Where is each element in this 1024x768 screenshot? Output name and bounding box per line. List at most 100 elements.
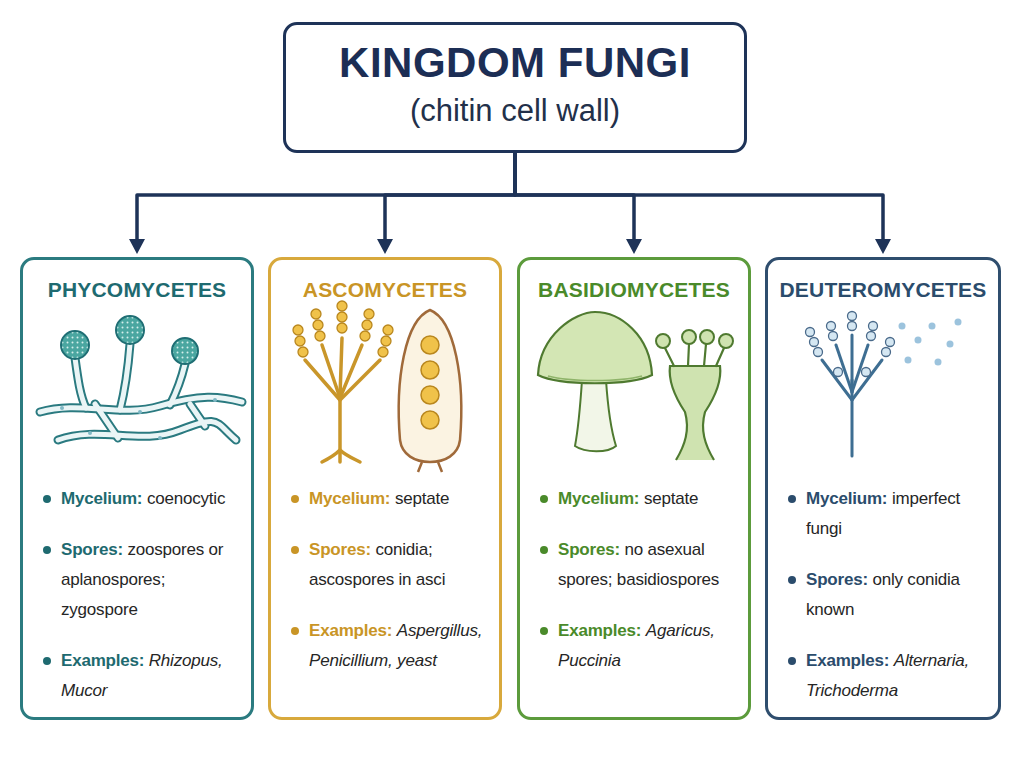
deutero-illustration [806, 312, 962, 457]
group-box: PHYCOMYCETESMycelium: coenocyticSpores: … [20, 257, 254, 720]
conidium [364, 309, 374, 319]
bullet-item: Spores: no asexual spores; basidiospores [538, 535, 742, 595]
sterigma [665, 348, 674, 366]
sporangiophore [75, 358, 86, 408]
conidium [829, 332, 838, 341]
nucleus [158, 436, 162, 440]
basidio-illustration [538, 312, 733, 460]
sterigma [688, 344, 689, 366]
basidiospores [656, 330, 733, 348]
bullet-dot [43, 495, 51, 503]
arrow-line [515, 153, 634, 242]
conidium [869, 322, 878, 331]
conidiophore [822, 335, 882, 456]
bullet-text: septate [644, 489, 698, 508]
kingdom-box: KINGDOM FUNGI(chitin cell wall) [283, 22, 747, 153]
sporangium [172, 338, 198, 364]
mushroom-cap [538, 312, 652, 383]
conidium [337, 312, 347, 322]
branch [836, 345, 852, 392]
conidium [929, 323, 936, 330]
conidium [298, 347, 308, 357]
arrow-head [377, 239, 393, 254]
hypha [40, 397, 242, 412]
conidium [915, 337, 922, 344]
conidium [935, 359, 942, 366]
bullet-label: Examples: [558, 621, 641, 640]
conidiophore-stalk [851, 380, 854, 456]
branch [851, 335, 854, 385]
conidium [905, 357, 912, 364]
bullet-label: Examples: [309, 621, 392, 640]
bullet-item: Spores: conidia; ascospores in asci [289, 535, 493, 595]
bullet-label: Spores: [806, 570, 868, 589]
sporangium [116, 316, 144, 344]
branch [852, 360, 882, 400]
bullet-dot [291, 627, 299, 635]
bullet-label: Mycelium: [61, 489, 142, 508]
connector-arrow [377, 153, 515, 254]
spore-dots [62, 332, 88, 358]
sporangiophore [170, 364, 185, 405]
bullet-label: Spores: [309, 540, 371, 559]
nucleus [138, 410, 142, 414]
bullet-label: Mycelium: [309, 489, 390, 508]
group-box: ASCOMYCETES Mycelium: septateSpores: coni… [268, 257, 502, 720]
ascospore [421, 336, 439, 354]
bullet-dot [540, 627, 548, 635]
branch [852, 345, 868, 392]
basidiospore [700, 330, 714, 344]
conidium [381, 336, 391, 346]
asco-illustration [293, 301, 461, 472]
group-heading: PHYCOMYCETES [27, 278, 247, 302]
conidium [947, 341, 954, 348]
group-heading: DEUTEROMYCETES [772, 278, 994, 302]
arrow-head [129, 239, 145, 254]
bullet-label: Spores: [558, 540, 620, 559]
basidiospore [682, 330, 696, 344]
bullet-dot [540, 495, 548, 503]
nucleus [60, 406, 64, 410]
arrow-line [515, 153, 883, 242]
bullet-list: Mycelium: septateSpores: conidia; ascosp… [289, 484, 493, 697]
conidium [834, 368, 843, 377]
ascospore [421, 361, 439, 379]
conidiophore-stalk [338, 395, 342, 462]
phyco-illustration [40, 316, 242, 440]
bullet-item: Examples: Agaricus, Puccinia [538, 616, 742, 676]
bullet-label: Examples: [806, 651, 889, 670]
nucleus [213, 398, 217, 402]
sterigmata [665, 344, 724, 366]
conidia-chains [806, 312, 895, 377]
conidia-chains [293, 301, 393, 357]
branch [340, 360, 380, 400]
bullet-item: Examples: Aspergillus, Penicillium, yeas… [289, 616, 493, 676]
bullet-dot [540, 546, 548, 554]
group-heading: ASCOMYCETES [275, 278, 495, 302]
bullet-item: Examples: Alternaria, Trichoderma [786, 646, 992, 706]
bullet-item: Mycelium: septate [289, 484, 493, 514]
bullet-item: Mycelium: coenocytic [41, 484, 245, 514]
sporangium [61, 331, 89, 359]
bullet-label: Examples: [61, 651, 144, 670]
branch [305, 360, 340, 400]
conidiophore-base [322, 450, 360, 462]
hypha [190, 404, 205, 426]
connector-arrow [515, 153, 642, 254]
bullet-text: septate [395, 489, 449, 508]
group-box: DEUTEROMYCETESMycelium: imperfect fungiS… [765, 257, 1001, 720]
sporangiophore [120, 344, 130, 410]
hypha [95, 404, 118, 438]
released-conidia [899, 319, 962, 366]
bullet-label: Mycelium: [806, 489, 887, 508]
conidium [337, 323, 347, 333]
conidium [360, 331, 370, 341]
branch [340, 345, 362, 398]
spore-dots [173, 339, 197, 363]
conidium [378, 347, 388, 357]
sporangiophore [170, 364, 185, 405]
branch [340, 338, 342, 396]
bullet-dot [788, 657, 796, 665]
